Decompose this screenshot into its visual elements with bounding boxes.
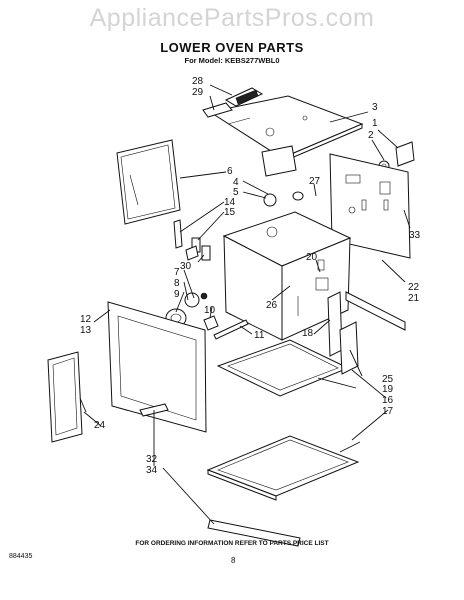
ordering-note: FOR ORDERING INFORMATION REFER TO PARTS … [135, 540, 329, 547]
oven-rack [216, 339, 350, 397]
sensor-and-rod [203, 315, 249, 340]
callout-13: 13 [80, 325, 92, 336]
callout-22: 22 [408, 282, 420, 293]
broiler-pan [206, 435, 361, 501]
callout-15: 15 [224, 207, 236, 218]
callout-18: 18 [302, 328, 314, 339]
callout-14: 14 [224, 197, 236, 208]
callout-10: 10 [204, 305, 216, 316]
callout-3: 3 [372, 102, 378, 113]
left-side-panel [116, 139, 181, 225]
model-number: For Model: KEBS277WBL0 [184, 56, 280, 65]
callout-7: 7 [174, 267, 180, 278]
callout-16: 16 [382, 395, 394, 406]
leader-lines [83, 84, 411, 525]
door-frame [107, 301, 207, 433]
page-number: 8 [231, 556, 236, 565]
callout-34: 34 [146, 465, 158, 476]
callout-29: 29 [192, 87, 204, 98]
callout-25: 25 [382, 374, 394, 385]
callout-5: 5 [233, 187, 239, 198]
side-rails [327, 291, 406, 375]
callout-2: 2 [368, 130, 374, 141]
callout-12: 12 [80, 314, 92, 325]
callout-21: 21 [408, 293, 420, 304]
callout-20: 20 [306, 252, 318, 263]
callout-33: 33 [409, 230, 421, 241]
vent-duct [202, 87, 264, 118]
callout-1: 1 [372, 118, 378, 129]
bracket-parts [173, 219, 211, 261]
callout-26: 26 [266, 300, 278, 311]
callout-19: 19 [382, 384, 394, 395]
page-title: LOWER OVEN PARTS [160, 40, 304, 55]
callout-4: 4 [233, 177, 239, 188]
callout-8: 8 [174, 278, 180, 289]
callout-24: 24 [94, 420, 106, 431]
callout-11: 11 [254, 330, 265, 341]
callout-6: 6 [227, 166, 233, 177]
top-panel [208, 95, 364, 177]
callout-9: 9 [174, 289, 180, 300]
rear-panel [329, 153, 411, 259]
callout-30: 30 [180, 261, 192, 272]
callout-labels: 28 29 3 1 2 6 4 5 14 15 27 33 30 20 7 8 … [80, 76, 421, 476]
callout-32: 32 [146, 454, 158, 465]
watermark: AppliancePartsPros.com [89, 4, 375, 32]
document-number: 884435 [9, 553, 33, 560]
callout-17: 17 [382, 406, 394, 417]
door-glass [47, 351, 87, 443]
kick-plate [207, 519, 301, 547]
callout-27: 27 [309, 176, 321, 187]
callout-28: 28 [192, 76, 204, 87]
